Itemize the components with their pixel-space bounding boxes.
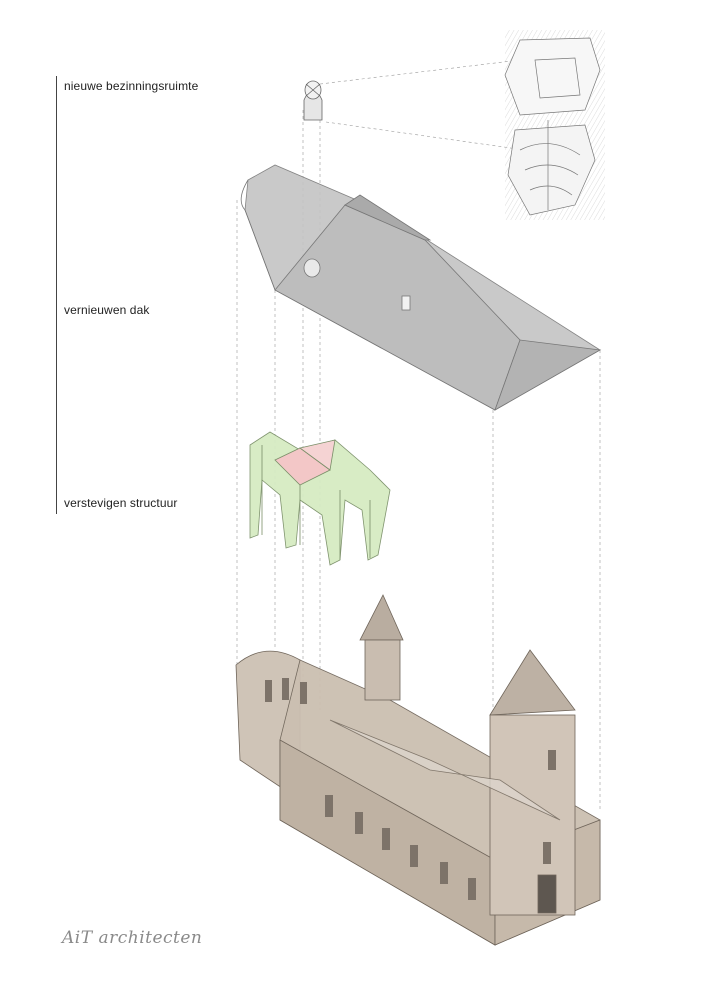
roof-volume [240,164,602,411]
label-divider [56,76,57,514]
architect-signature: AiT architecten [62,928,203,948]
label-meditation-room: nieuwe bezinningsruimte [64,79,199,93]
label-structure: verstevigen structuur [64,496,178,510]
label-roof: vernieuwen dak [64,303,150,317]
vault-structure [249,431,391,566]
meditation-space-sketch [504,30,605,220]
meditation-room-volume [303,80,323,121]
church-building [235,594,601,946]
